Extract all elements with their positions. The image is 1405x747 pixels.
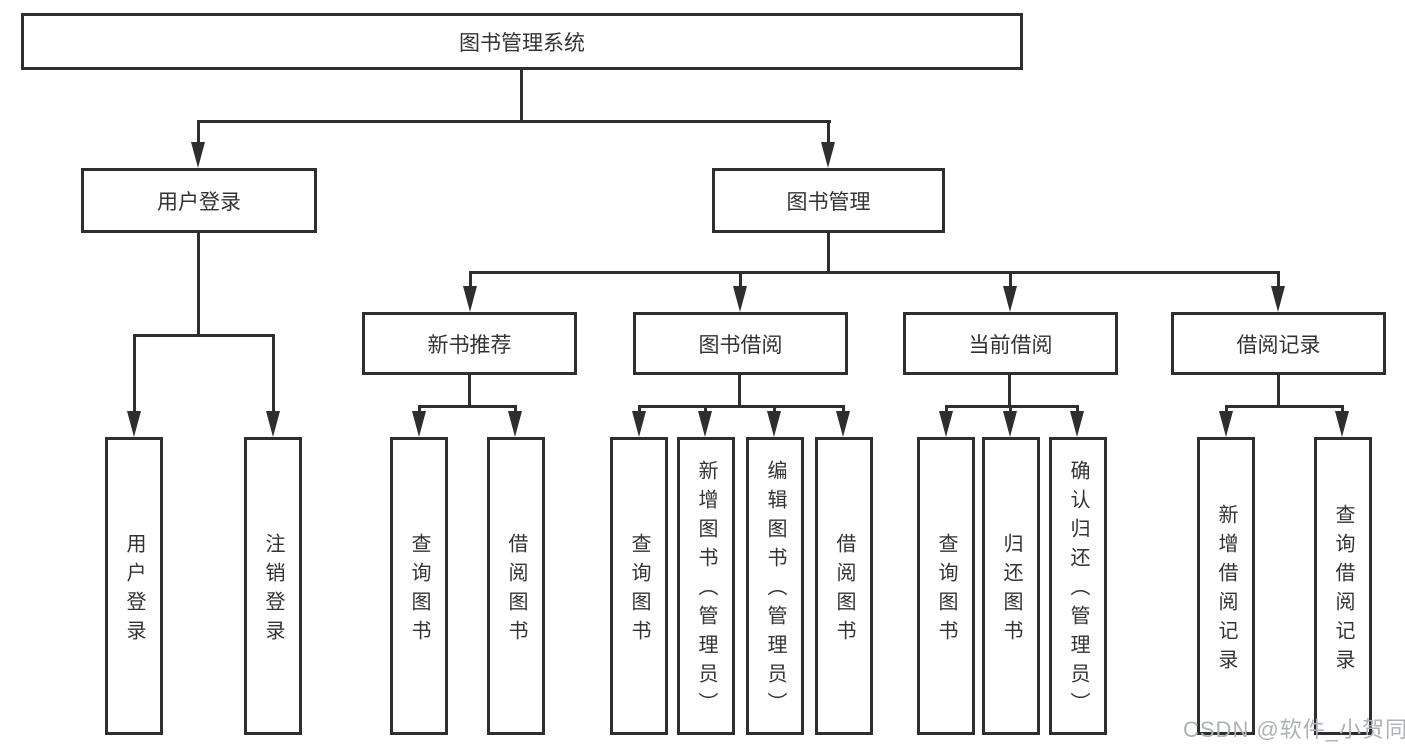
node-add-borrow-record-leaf: 新增借阅记录 bbox=[1197, 437, 1255, 735]
connector-line bbox=[272, 334, 275, 413]
arrowhead-icon bbox=[733, 286, 747, 312]
node-book-borrowing: 图书借阅 bbox=[633, 312, 848, 375]
watermark: CSDN @软件_小贺同学 bbox=[1183, 717, 1405, 742]
node-current-borrowing: 当前借阅 bbox=[903, 312, 1118, 375]
connector-line bbox=[1225, 405, 1228, 414]
connector-line bbox=[418, 405, 517, 408]
connector-line bbox=[468, 375, 471, 407]
node-user-login: 用户登录 bbox=[81, 168, 317, 233]
node-confirm-return-admin-leaf: 确认归还（管理员） bbox=[1049, 437, 1107, 735]
node-return-book-leaf: 归还图书 bbox=[982, 437, 1040, 735]
connector-line bbox=[418, 405, 421, 414]
arrowhead-icon bbox=[698, 411, 712, 437]
arrowhead-icon bbox=[632, 411, 646, 437]
node-borrow-records: 借阅记录 bbox=[1171, 312, 1386, 375]
arrowhead-icon bbox=[127, 411, 141, 437]
connector-line bbox=[520, 70, 523, 122]
connector-line bbox=[197, 233, 200, 335]
arrowhead-icon bbox=[1003, 286, 1017, 312]
connector-line bbox=[945, 405, 948, 414]
connector-line bbox=[133, 334, 275, 337]
connector-line bbox=[469, 271, 472, 288]
node-query-book-leaf-3: 查询图书 bbox=[917, 437, 975, 735]
connector-line bbox=[739, 271, 742, 288]
connector-line bbox=[827, 233, 830, 274]
arrowhead-icon bbox=[412, 411, 426, 437]
node-query-book-leaf-2: 查询图书 bbox=[610, 437, 668, 735]
node-query-borrow-record-leaf: 查询借阅记录 bbox=[1314, 437, 1372, 735]
node-user-login-leaf: 用户登录 bbox=[105, 437, 163, 735]
connector-line bbox=[773, 405, 776, 414]
arrowhead-icon bbox=[1219, 411, 1233, 437]
node-borrow-book-leaf-2: 借阅图书 bbox=[815, 437, 873, 735]
connector-line bbox=[638, 405, 641, 414]
connector-line bbox=[1277, 375, 1280, 407]
node-edit-book-admin-leaf: 编辑图书（管理员） bbox=[746, 437, 804, 735]
node-add-book-admin-leaf: 新增图书（管理员） bbox=[677, 437, 735, 735]
arrowhead-icon bbox=[836, 411, 850, 437]
connector-line bbox=[842, 405, 845, 414]
arrowhead-icon bbox=[463, 286, 477, 312]
connector-line bbox=[1277, 271, 1280, 288]
node-library-system: 图书管理系统 bbox=[21, 13, 1023, 70]
node-borrow-book-leaf-1: 借阅图书 bbox=[487, 437, 545, 735]
arrowhead-icon bbox=[1003, 411, 1017, 437]
connector-line bbox=[1009, 271, 1012, 288]
node-logout-leaf: 注销登录 bbox=[244, 437, 302, 735]
connector-line bbox=[638, 405, 845, 408]
connector-line bbox=[197, 120, 831, 123]
connector-line bbox=[1008, 375, 1011, 407]
connector-line bbox=[197, 120, 200, 146]
connector-line bbox=[1225, 405, 1343, 408]
connector-line bbox=[514, 405, 517, 414]
arrowhead-icon bbox=[767, 411, 781, 437]
connector-line bbox=[1009, 405, 1012, 414]
connector-line bbox=[827, 120, 830, 146]
connector-line bbox=[738, 375, 741, 407]
node-book-management: 图书管理 bbox=[712, 168, 945, 233]
node-new-book-recommend: 新书推荐 bbox=[362, 312, 577, 375]
connector-line bbox=[704, 405, 707, 414]
arrowhead-icon bbox=[266, 411, 280, 437]
arrowhead-icon bbox=[1070, 411, 1084, 437]
arrowhead-icon bbox=[1335, 411, 1349, 437]
connector-line bbox=[1341, 405, 1344, 414]
arrowhead-icon bbox=[939, 411, 953, 437]
arrowhead-icon bbox=[821, 142, 835, 168]
connector-line bbox=[469, 271, 1279, 274]
connector-line bbox=[1076, 405, 1079, 414]
connector-line bbox=[133, 334, 136, 413]
arrowhead-icon bbox=[508, 411, 522, 437]
node-query-book-leaf-1: 查询图书 bbox=[390, 437, 448, 735]
arrowhead-icon bbox=[1271, 286, 1285, 312]
arrowhead-icon bbox=[191, 142, 205, 168]
